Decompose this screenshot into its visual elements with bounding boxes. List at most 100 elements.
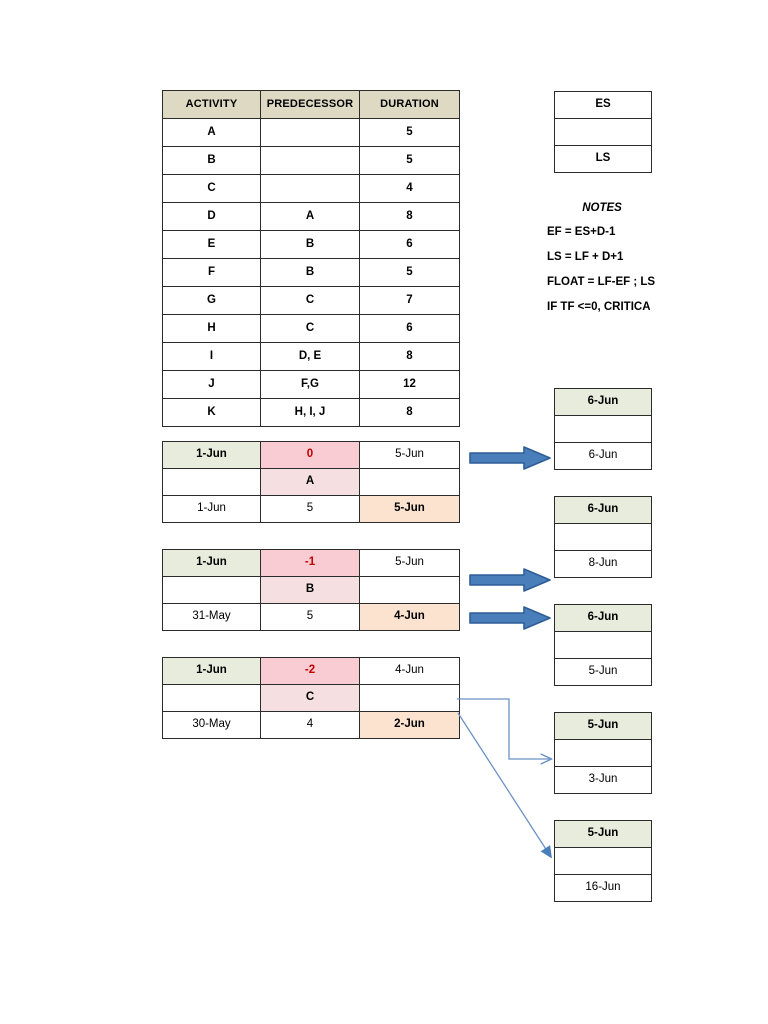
node-a-row-bottom: 1-Jun 5 5-Jun bbox=[162, 495, 460, 523]
mini-node-2-row-top: 6-Jun bbox=[554, 496, 652, 524]
mini-node-2-bottom: 8-Jun bbox=[554, 550, 652, 578]
cell-duration: 8 bbox=[359, 342, 460, 371]
cell-activity: F bbox=[162, 258, 261, 287]
node-b-row-top: 1-Jun -1 5-Jun bbox=[162, 549, 460, 577]
legend-key-box: ES LS bbox=[554, 91, 652, 173]
cell-predecessor bbox=[260, 146, 360, 175]
node-a-mid-right bbox=[359, 468, 460, 496]
activity-table: ACTIVITY PREDECESSOR DURATION A 5 B 5 C … bbox=[162, 90, 460, 427]
activity-node-b: 1-Jun -1 5-Jun B 31-May 5 4-Jun bbox=[162, 549, 460, 631]
node-c-ls: 30-May bbox=[162, 711, 261, 739]
node-b-float: -1 bbox=[260, 549, 360, 577]
table-row: H C 6 bbox=[162, 314, 460, 343]
node-a-lf: 5-Jun bbox=[359, 495, 460, 523]
legend-row-es: ES bbox=[554, 91, 652, 119]
mini-node-5-row-middle bbox=[554, 847, 652, 875]
node-a-float: 0 bbox=[260, 441, 360, 469]
node-a-row-middle: A bbox=[162, 468, 460, 496]
mini-node-2-middle bbox=[554, 523, 652, 551]
notes-title: NOTES bbox=[582, 202, 622, 214]
cell-duration: 8 bbox=[359, 398, 460, 427]
activity-table-header-row: ACTIVITY PREDECESSOR DURATION bbox=[162, 90, 460, 119]
note-line-ls: LS = LF + D+1 bbox=[547, 251, 624, 263]
cell-predecessor: B bbox=[260, 230, 360, 259]
mini-node-2: 6-Jun 8-Jun bbox=[554, 496, 652, 578]
cell-duration: 4 bbox=[359, 174, 460, 203]
node-c-duration: 4 bbox=[260, 711, 360, 739]
block-arrow-a-to-node1 bbox=[469, 446, 551, 470]
cell-duration: 7 bbox=[359, 286, 460, 315]
mini-node-3-top: 6-Jun bbox=[554, 604, 652, 632]
node-a-ls: 1-Jun bbox=[162, 495, 261, 523]
node-b-lf: 4-Jun bbox=[359, 603, 460, 631]
mini-node-1-top: 6-Jun bbox=[554, 388, 652, 416]
mini-node-4-row-middle bbox=[554, 739, 652, 767]
cell-predecessor: C bbox=[260, 314, 360, 343]
cell-duration: 5 bbox=[359, 146, 460, 175]
mini-node-4-bottom: 3-Jun bbox=[554, 766, 652, 794]
activity-node-a: 1-Jun 0 5-Jun A 1-Jun 5 5-Jun bbox=[162, 441, 460, 523]
node-b-duration: 5 bbox=[260, 603, 360, 631]
cell-activity: E bbox=[162, 230, 261, 259]
cell-predecessor: F,G bbox=[260, 370, 360, 399]
table-row: E B 6 bbox=[162, 230, 460, 259]
table-row: K H, I, J 8 bbox=[162, 398, 460, 427]
mini-node-5-top: 5-Jun bbox=[554, 820, 652, 848]
mini-node-4-row-top: 5-Jun bbox=[554, 712, 652, 740]
node-c-row-top: 1-Jun -2 4-Jun bbox=[162, 657, 460, 685]
node-c-mid-left bbox=[162, 684, 261, 712]
mini-node-4-row-bottom: 3-Jun bbox=[554, 766, 652, 794]
node-a-label: A bbox=[260, 468, 360, 496]
node-b-ls: 31-May bbox=[162, 603, 261, 631]
mini-node-1-middle bbox=[554, 415, 652, 443]
table-row: J F,G 12 bbox=[162, 370, 460, 399]
connector-elbow-c-to-node4 bbox=[457, 698, 551, 759]
table-row: B 5 bbox=[162, 146, 460, 175]
mini-node-5-bottom: 16-Jun bbox=[554, 874, 652, 902]
node-b-mid-left bbox=[162, 576, 261, 604]
legend-cell-middle bbox=[554, 118, 652, 146]
node-a-row-top: 1-Jun 0 5-Jun bbox=[162, 441, 460, 469]
mini-node-1: 6-Jun 6-Jun bbox=[554, 388, 652, 470]
node-b-label: B bbox=[260, 576, 360, 604]
node-c-row-bottom: 30-May 4 2-Jun bbox=[162, 711, 460, 739]
cell-duration: 12 bbox=[359, 370, 460, 399]
legend-row-ls: LS bbox=[554, 145, 652, 173]
column-header-predecessor: PREDECESSOR bbox=[260, 90, 360, 119]
legend-cell-es: ES bbox=[554, 91, 652, 119]
cell-activity: J bbox=[162, 370, 261, 399]
mini-node-1-row-middle bbox=[554, 415, 652, 443]
cell-activity: C bbox=[162, 174, 261, 203]
activity-node-c: 1-Jun -2 4-Jun C 30-May 4 2-Jun bbox=[162, 657, 460, 739]
mini-node-3: 6-Jun 5-Jun bbox=[554, 604, 652, 686]
cell-activity: K bbox=[162, 398, 261, 427]
legend-row-middle bbox=[554, 118, 652, 146]
node-c-es: 1-Jun bbox=[162, 657, 261, 685]
cell-predecessor: C bbox=[260, 286, 360, 315]
cell-duration: 5 bbox=[359, 118, 460, 147]
node-a-mid-left bbox=[162, 468, 261, 496]
cell-predecessor: B bbox=[260, 258, 360, 287]
table-row: D A 8 bbox=[162, 202, 460, 231]
mini-node-4: 5-Jun 3-Jun bbox=[554, 712, 652, 794]
cell-predecessor: D, E bbox=[260, 342, 360, 371]
cell-predecessor: A bbox=[260, 202, 360, 231]
mini-node-1-row-top: 6-Jun bbox=[554, 388, 652, 416]
cell-predecessor bbox=[260, 118, 360, 147]
node-c-float: -2 bbox=[260, 657, 360, 685]
connector-diagonal-c-to-node5 bbox=[457, 712, 551, 857]
notes-section: NOTES EF = ES+D-1 LS = LF + D+1 FLOAT = … bbox=[547, 202, 768, 326]
note-line-critical: IF TF <=0, CRITICA bbox=[547, 301, 651, 313]
cell-predecessor bbox=[260, 174, 360, 203]
mini-node-2-top: 6-Jun bbox=[554, 496, 652, 524]
node-c-label: C bbox=[260, 684, 360, 712]
node-c-ef: 4-Jun bbox=[359, 657, 460, 685]
mini-node-5-middle bbox=[554, 847, 652, 875]
node-c-lf: 2-Jun bbox=[359, 711, 460, 739]
note-line-float: FLOAT = LF-EF ; LS bbox=[547, 276, 656, 288]
mini-node-4-middle bbox=[554, 739, 652, 767]
node-a-duration: 5 bbox=[260, 495, 360, 523]
node-a-ef: 5-Jun bbox=[359, 441, 460, 469]
mini-node-5-row-bottom: 16-Jun bbox=[554, 874, 652, 902]
